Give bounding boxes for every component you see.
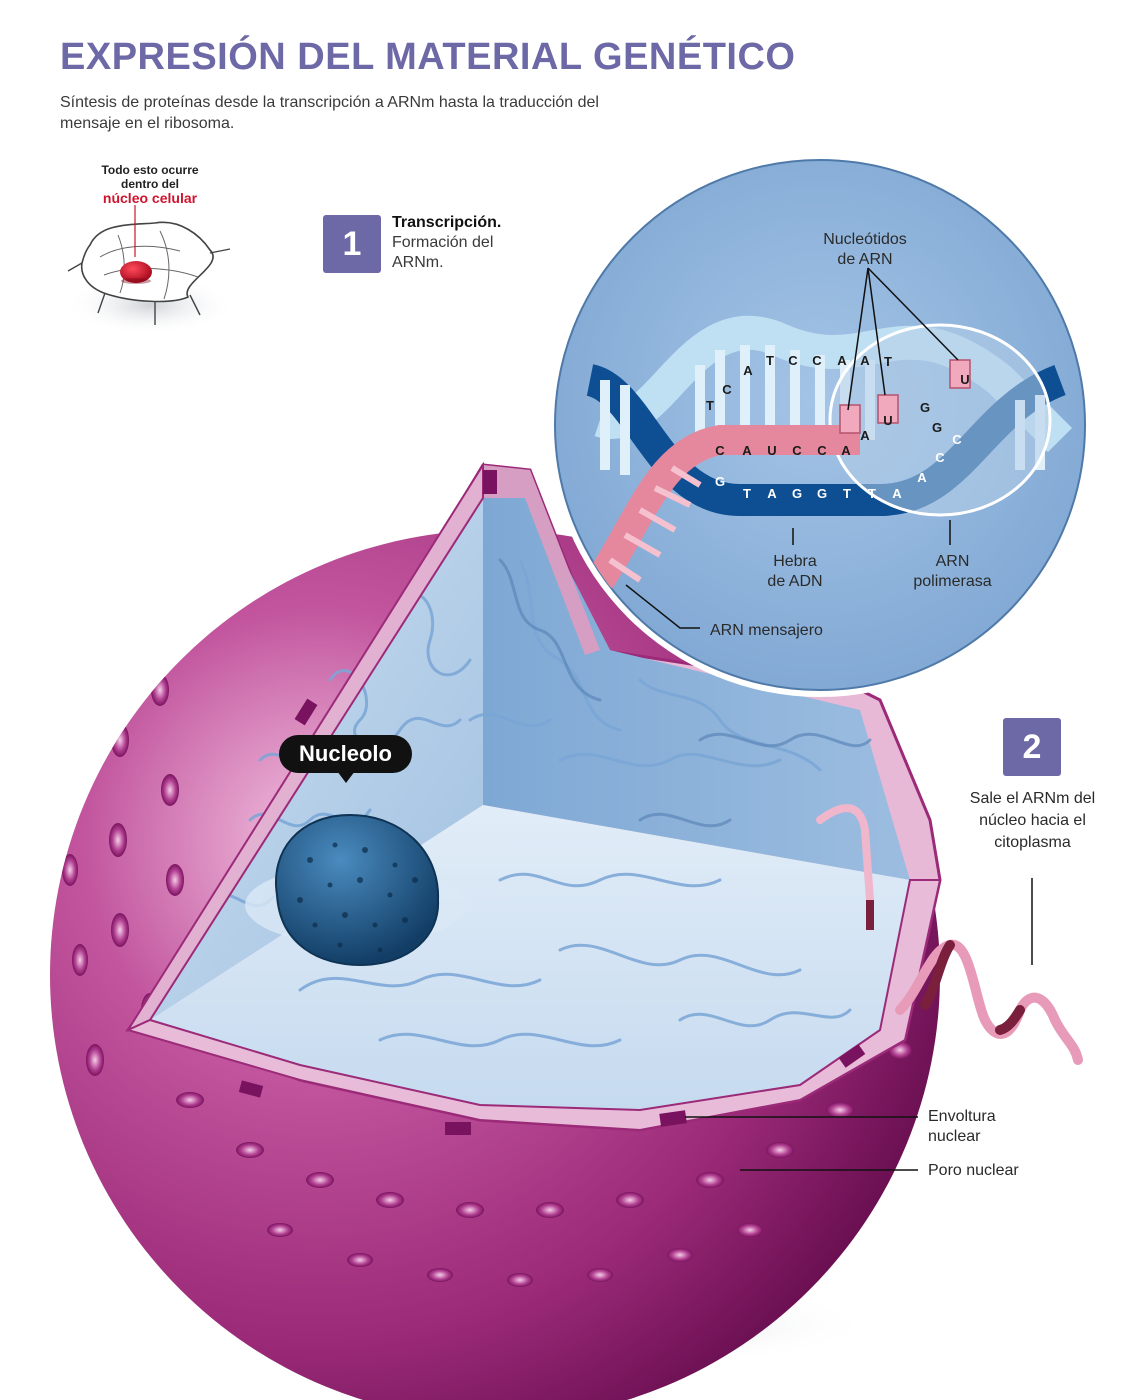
base-top-0: T bbox=[706, 398, 714, 413]
label-poro-nuclear: Poro nuclear bbox=[928, 1162, 1019, 1179]
label-envoltura-nuclear: Envoltura nuclear bbox=[928, 1107, 996, 1147]
free-base-2: G bbox=[920, 400, 930, 415]
base-bottom-1: T bbox=[743, 486, 751, 501]
rim-pores bbox=[238, 470, 866, 1135]
base-top-7: A bbox=[860, 353, 870, 368]
label-hebra-line2: de ADN bbox=[767, 573, 823, 590]
base-bottom-3: G bbox=[792, 486, 802, 501]
step-1-badge: 1 bbox=[323, 215, 381, 273]
base-bottom-6: T bbox=[868, 486, 876, 501]
base-rna-3: C bbox=[792, 443, 802, 458]
envelope-rim-top bbox=[483, 465, 600, 655]
label-polimerasa-line2: polimerasa bbox=[913, 573, 992, 590]
label-nucleotidos-line2: de ARN bbox=[837, 251, 893, 268]
page-title: EXPRESIÓN DEL MATERIAL GENÉTICO bbox=[60, 36, 796, 78]
subtitle: Síntesis de proteínas desde la transcrip… bbox=[60, 94, 599, 132]
interior-right-wall bbox=[483, 495, 910, 880]
base-bottom-10: C bbox=[952, 432, 962, 447]
base-top-6: A bbox=[837, 353, 847, 368]
base-rna-4: C bbox=[817, 443, 827, 458]
base-bottom-5: T bbox=[843, 486, 851, 501]
nuclear-sphere bbox=[50, 461, 942, 1400]
base-bottom-4: G bbox=[817, 486, 827, 501]
base-bottom-0: G bbox=[715, 474, 725, 489]
base-rna-1: A bbox=[742, 443, 752, 458]
base-top-5: C bbox=[812, 353, 822, 368]
base-top-1: C bbox=[722, 382, 732, 397]
step-1-text: Transcripción. Formación del ARNm. bbox=[392, 213, 542, 273]
zoom-callout-lines bbox=[625, 267, 959, 629]
base-rna-2: U bbox=[767, 443, 776, 458]
base-top-8: T bbox=[884, 354, 892, 369]
label-envoltura-line2: nuclear bbox=[928, 1128, 981, 1145]
nucleolus bbox=[245, 813, 465, 967]
free-base-3: G bbox=[932, 420, 942, 435]
free-base-1: U bbox=[883, 413, 892, 428]
base-rna-0: C bbox=[715, 443, 725, 458]
label-arn-polimerasa: ARN polimerasa bbox=[895, 552, 1010, 592]
label-nucleotidos: Nucleótidos de ARN bbox=[790, 230, 940, 270]
base-bottom-9: C bbox=[935, 450, 945, 465]
step-1-description: Formación del ARNm. bbox=[392, 234, 494, 271]
label-hebra-line1: Hebra bbox=[773, 553, 817, 570]
label-polimerasa-line1: ARN bbox=[935, 553, 970, 570]
rna-polymerase-bubble bbox=[828, 323, 1052, 517]
base-rna-5: A bbox=[841, 443, 851, 458]
label-arn-mensajero: ARN mensajero bbox=[710, 622, 823, 639]
mrna-ribbon bbox=[816, 804, 1083, 1065]
base-rna-6: A bbox=[860, 428, 870, 443]
base-bottom-2: A bbox=[767, 486, 777, 501]
chromatin-dark bbox=[498, 558, 872, 828]
bottom-strand-letters: G T A G G T T A A C C bbox=[715, 432, 962, 501]
step-2-text: Sale el ARNm del núcleo hacia el citopla… bbox=[969, 790, 1096, 851]
transcription-zoom: T C A T C C A A T C A U C C A A G T A G … bbox=[548, 153, 1092, 697]
base-top-3: T bbox=[766, 353, 774, 368]
inset-line2: dentro del bbox=[120, 177, 179, 191]
inset-caption: Todo esto ocurre dentro del núcleo celul… bbox=[70, 163, 230, 205]
inset-highlight: núcleo celular bbox=[102, 190, 198, 206]
free-base-0: U bbox=[960, 372, 969, 387]
cell-inset-icon bbox=[65, 205, 235, 335]
step-2-badge: 2 bbox=[1003, 718, 1061, 776]
inset-line1: Todo esto ocurre bbox=[101, 163, 199, 177]
nucleolo-tag: Nucleolo bbox=[279, 735, 412, 783]
base-top-2: A bbox=[743, 363, 753, 378]
base-bottom-8: A bbox=[917, 470, 927, 485]
label-hebra-adn: Hebra de ADN bbox=[745, 552, 845, 592]
free-nucleotides bbox=[839, 359, 971, 434]
top-strand-letters: T C A T C C A A T bbox=[706, 353, 892, 413]
rna-strand-letters: C A U C C A A bbox=[715, 428, 870, 458]
base-bottom-7: A bbox=[892, 486, 902, 501]
label-nucleotidos-line1: Nucleótidos bbox=[823, 231, 907, 248]
step-1-heading: Transcripción. bbox=[392, 214, 502, 231]
envelope-rim-bottom bbox=[125, 879, 942, 1132]
base-top-4: C bbox=[788, 353, 798, 368]
free-nucleotide-letters: U U G G bbox=[883, 372, 969, 435]
label-envoltura-line1: Envoltura bbox=[928, 1108, 996, 1125]
